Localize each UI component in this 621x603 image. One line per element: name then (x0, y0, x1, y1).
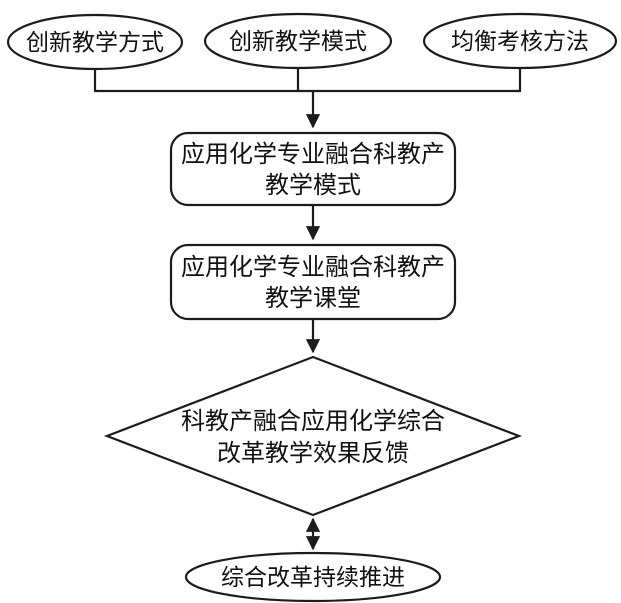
source-label-3: 均衡考核方法 (451, 29, 589, 55)
feedback-line2: 改革教学效果反馈 (217, 439, 409, 467)
teaching-mode-line2: 教学模式 (265, 171, 361, 199)
result-label: 综合改革持续推进 (221, 565, 405, 591)
teaching-mode-line1: 应用化学专业融合科教产 (181, 140, 445, 168)
result-ellipse (184, 551, 442, 603)
source-label-2: 创新教学模式 (229, 29, 367, 55)
source-label-1: 创新教学方式 (26, 30, 164, 56)
feedback-diamond (103, 355, 523, 517)
feedback-line1: 科教产融合应用化学综合 (181, 407, 445, 435)
teaching-class-line2: 教学课堂 (265, 284, 361, 312)
teaching-class-line1: 应用化学专业融合科教产 (181, 253, 445, 281)
